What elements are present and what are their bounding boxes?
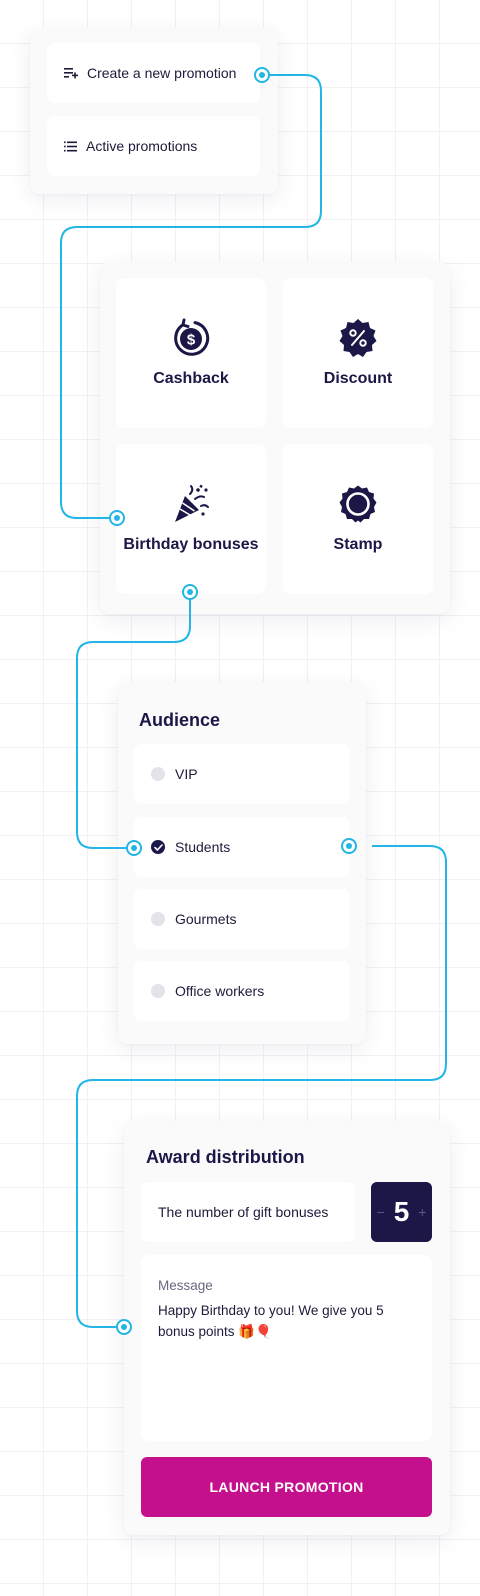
- decrement-button[interactable]: −: [376, 1204, 385, 1220]
- message-textarea[interactable]: Happy Birthday to you! We give you 5 bon…: [158, 1300, 420, 1420]
- promo-card-cashback[interactable]: $ Cashback: [116, 278, 266, 428]
- gift-bonus-value: 5: [393, 1196, 410, 1227]
- party-popper-icon: [171, 484, 211, 524]
- svg-text:$: $: [187, 332, 196, 349]
- promotion-menu-panel: Create a new promotion Active promotions: [30, 28, 278, 194]
- stamp-icon: [338, 484, 378, 524]
- connector-dot-birthday-out: [182, 584, 198, 600]
- connector-dot-students-out: [341, 838, 357, 854]
- office-workers-radio[interactable]: [151, 984, 165, 998]
- message-field[interactable]: Message Happy Birthday to you! We give y…: [141, 1255, 432, 1441]
- create-promotion-button[interactable]: Create a new promotion: [47, 43, 260, 103]
- connector-audience-to-award: [76, 845, 447, 1328]
- audience-option-vip[interactable]: VIP: [134, 744, 350, 804]
- promo-card-stamp[interactable]: Stamp: [283, 444, 433, 594]
- connector-birthday-to-audience: [76, 592, 191, 849]
- gift-bonus-count-field: The number of gift bonuses: [141, 1182, 355, 1242]
- gift-bonus-stepper[interactable]: − 5 +: [371, 1182, 432, 1242]
- audience-panel: Audience VIP Students Gourmets Office wo…: [118, 682, 366, 1044]
- cashback-label: Cashback: [153, 370, 229, 387]
- discount-icon: [338, 318, 378, 358]
- promo-card-discount[interactable]: Discount: [283, 278, 433, 428]
- students-radio[interactable]: [151, 840, 165, 854]
- gift-bonus-label: The number of gift bonuses: [158, 1204, 329, 1220]
- audience-title: Audience: [139, 710, 221, 730]
- audience-option-gourmets[interactable]: Gourmets: [134, 889, 350, 949]
- increment-button[interactable]: +: [418, 1204, 427, 1220]
- gourmets-label: Gourmets: [175, 911, 237, 927]
- discount-label: Discount: [323, 370, 393, 387]
- award-title: Award distribution: [146, 1147, 305, 1167]
- connector-dot-message: [116, 1319, 132, 1335]
- connector-dot-birthday-in: [109, 510, 125, 526]
- vip-label: VIP: [175, 766, 198, 782]
- promo-card-birthday[interactable]: Birthday bonuses: [116, 444, 266, 594]
- vip-radio[interactable]: [151, 767, 165, 781]
- message-label: Message: [158, 1278, 213, 1293]
- students-label: Students: [175, 839, 231, 855]
- check-icon: [153, 843, 163, 851]
- promotion-types-panel: $ Cashback Discount: [100, 262, 450, 614]
- list-icon: [64, 141, 77, 151]
- audience-option-students[interactable]: Students: [134, 817, 350, 877]
- office-workers-label: Office workers: [175, 983, 265, 999]
- connector-dot-students-in: [126, 840, 142, 856]
- gourmets-radio[interactable]: [151, 912, 165, 926]
- connector-dot-create: [254, 67, 270, 83]
- connector-create-to-birthday: [60, 74, 322, 519]
- birthday-label: Birthday bonuses: [123, 536, 259, 553]
- active-promotions-button[interactable]: Active promotions: [47, 116, 260, 176]
- award-distribution-panel: Award distribution The number of gift bo…: [124, 1121, 450, 1535]
- active-promotions-label: Active promotions: [86, 138, 198, 154]
- audience-option-office-workers[interactable]: Office workers: [134, 961, 350, 1021]
- launch-promotion-button[interactable]: LAUNCH PROMOTION: [141, 1457, 432, 1517]
- create-promotion-label: Create a new promotion: [87, 65, 237, 81]
- stamp-label: Stamp: [333, 536, 383, 553]
- add-list-icon: [64, 68, 78, 79]
- cashback-icon: $: [171, 318, 211, 358]
